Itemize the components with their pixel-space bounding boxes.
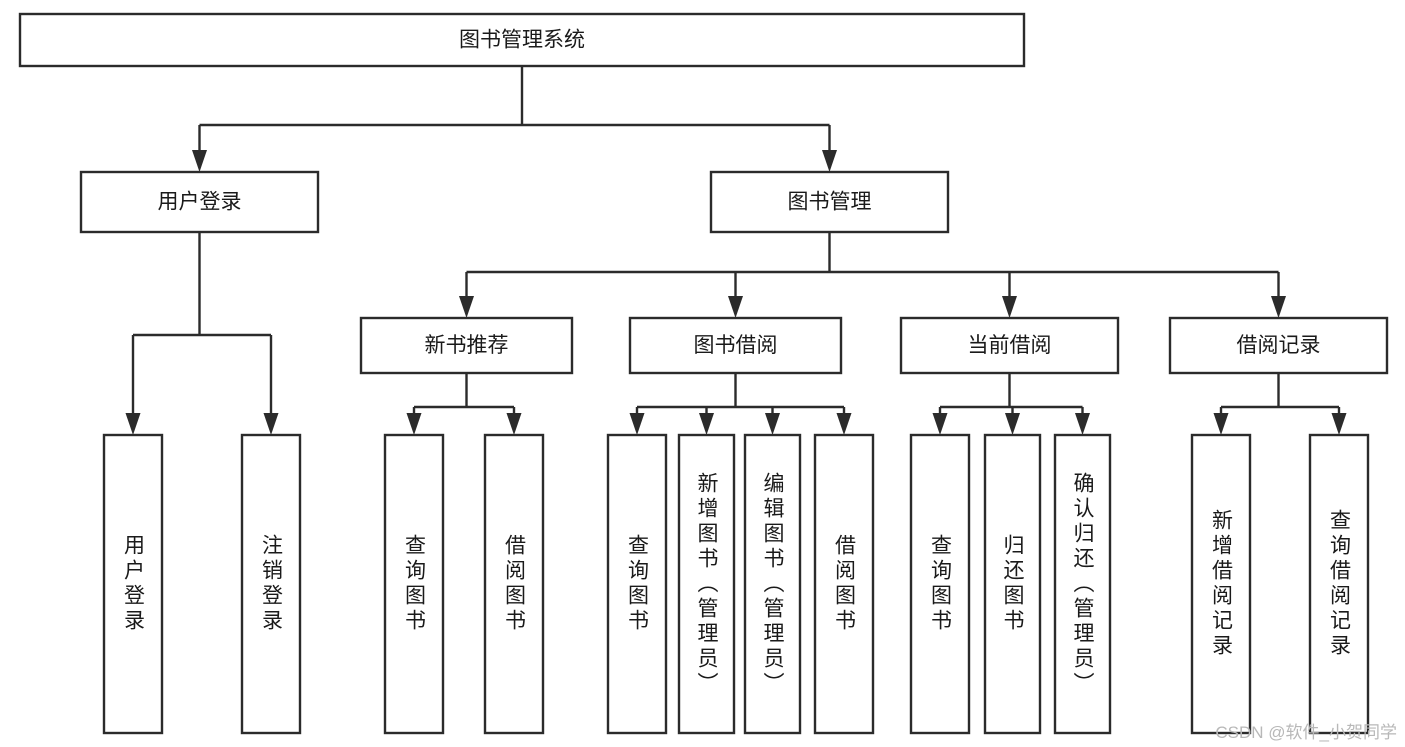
node-leaf-borrow-book-recommend[interactable] bbox=[483, 433, 545, 735]
node-leaf-query-book-recommend[interactable] bbox=[383, 433, 445, 735]
connector-edge-current-to-leaves bbox=[932, 373, 1090, 435]
arrow-head-icon bbox=[263, 413, 279, 435]
arrow-head-icon bbox=[728, 296, 743, 318]
node-label-user-login: 用户登录 bbox=[158, 191, 242, 214]
arrow-head-icon bbox=[1213, 413, 1229, 435]
node-box-leaf-query-book-current[interactable] bbox=[909, 433, 971, 735]
node-leaf-borrow-book-borrow[interactable] bbox=[813, 433, 875, 735]
node-label-root: 图书管理系统 bbox=[459, 29, 585, 52]
connector-edge-recommend-to-leaves bbox=[406, 373, 522, 435]
connector-group bbox=[125, 66, 1347, 435]
arrow-head-icon bbox=[1005, 413, 1020, 435]
node-box-borrow-record[interactable] bbox=[1168, 316, 1389, 375]
arrow-head-icon bbox=[192, 150, 207, 172]
node-box-leaf-confirm-return-admin[interactable] bbox=[1053, 433, 1112, 735]
node-box-current-borrow[interactable] bbox=[899, 316, 1120, 375]
node-box-new-book-recommend[interactable] bbox=[359, 316, 574, 375]
arrow-head-icon bbox=[765, 413, 780, 435]
node-borrow-record[interactable]: 借阅记录 bbox=[1168, 316, 1389, 375]
node-box-book-manage[interactable] bbox=[709, 170, 950, 234]
node-root[interactable]: 图书管理系统 bbox=[18, 12, 1026, 68]
node-label-new-book-recommend: 新书推荐 bbox=[425, 334, 509, 357]
node-user-login[interactable]: 用户登录 bbox=[79, 170, 320, 234]
arrow-head-icon bbox=[125, 413, 141, 435]
node-leaf-query-borrow-record[interactable] bbox=[1308, 433, 1370, 735]
node-leaf-query-book-borrow[interactable] bbox=[606, 433, 668, 735]
node-box-leaf-add-book-admin[interactable] bbox=[677, 433, 736, 735]
arrow-head-icon bbox=[459, 296, 474, 318]
node-leaf-user-logout[interactable] bbox=[240, 433, 302, 735]
arrow-head-icon bbox=[629, 413, 645, 435]
node-box-leaf-query-book-borrow[interactable] bbox=[606, 433, 668, 735]
node-leaf-add-borrow-record[interactable] bbox=[1190, 433, 1252, 735]
node-box-leaf-query-borrow-record[interactable] bbox=[1308, 433, 1370, 735]
arrow-head-icon bbox=[1075, 413, 1090, 435]
arrow-head-icon bbox=[932, 413, 948, 435]
node-label-current-borrow: 当前借阅 bbox=[968, 334, 1052, 357]
node-leaf-return-book[interactable] bbox=[983, 433, 1042, 735]
connector-edge-borrow-to-leaves bbox=[629, 373, 852, 435]
node-box-leaf-add-borrow-record[interactable] bbox=[1190, 433, 1252, 735]
node-leaf-query-book-current[interactable] bbox=[909, 433, 971, 735]
connector-edge-bookmanage-to-level3 bbox=[459, 232, 1286, 318]
node-box-leaf-user-login[interactable] bbox=[102, 433, 164, 735]
node-book-borrow[interactable]: 图书借阅 bbox=[628, 316, 843, 375]
node-box-leaf-return-book[interactable] bbox=[983, 433, 1042, 735]
node-new-book-recommend[interactable]: 新书推荐 bbox=[359, 316, 574, 375]
node-label-borrow-record: 借阅记录 bbox=[1237, 334, 1321, 357]
node-box-root[interactable] bbox=[18, 12, 1026, 68]
arrow-head-icon bbox=[406, 413, 422, 435]
node-box-leaf-borrow-book-borrow[interactable] bbox=[813, 433, 875, 735]
arrow-head-icon bbox=[699, 413, 714, 435]
arrow-head-icon bbox=[1002, 296, 1017, 318]
node-leaf-add-book-admin[interactable] bbox=[677, 433, 736, 735]
node-label-book-borrow: 图书借阅 bbox=[694, 334, 778, 357]
node-box-book-borrow[interactable] bbox=[628, 316, 843, 375]
connector-edge-userlogin-to-leaves bbox=[125, 232, 279, 435]
node-book-manage[interactable]: 图书管理 bbox=[709, 170, 950, 234]
node-box-user-login[interactable] bbox=[79, 170, 320, 234]
node-box-leaf-query-book-recommend[interactable] bbox=[383, 433, 445, 735]
arrow-head-icon bbox=[1271, 296, 1286, 318]
node-box-leaf-user-logout[interactable] bbox=[240, 433, 302, 735]
node-current-borrow[interactable]: 当前借阅 bbox=[899, 316, 1120, 375]
arrow-head-icon bbox=[822, 150, 837, 172]
node-leaf-edit-book-admin[interactable] bbox=[743, 433, 802, 735]
connector-edge-record-to-leaves bbox=[1213, 373, 1347, 435]
node-leaf-confirm-return-admin[interactable] bbox=[1053, 433, 1112, 735]
node-label-book-manage: 图书管理 bbox=[788, 191, 872, 214]
node-leaf-user-login[interactable] bbox=[102, 433, 164, 735]
arrow-head-icon bbox=[836, 413, 852, 435]
node-box-leaf-borrow-book-recommend[interactable] bbox=[483, 433, 545, 735]
arrow-head-icon bbox=[1331, 413, 1347, 435]
connector-edge-root-to-level2 bbox=[192, 66, 837, 172]
arrow-head-icon bbox=[506, 413, 522, 435]
node-box-leaf-edit-book-admin[interactable] bbox=[743, 433, 802, 735]
